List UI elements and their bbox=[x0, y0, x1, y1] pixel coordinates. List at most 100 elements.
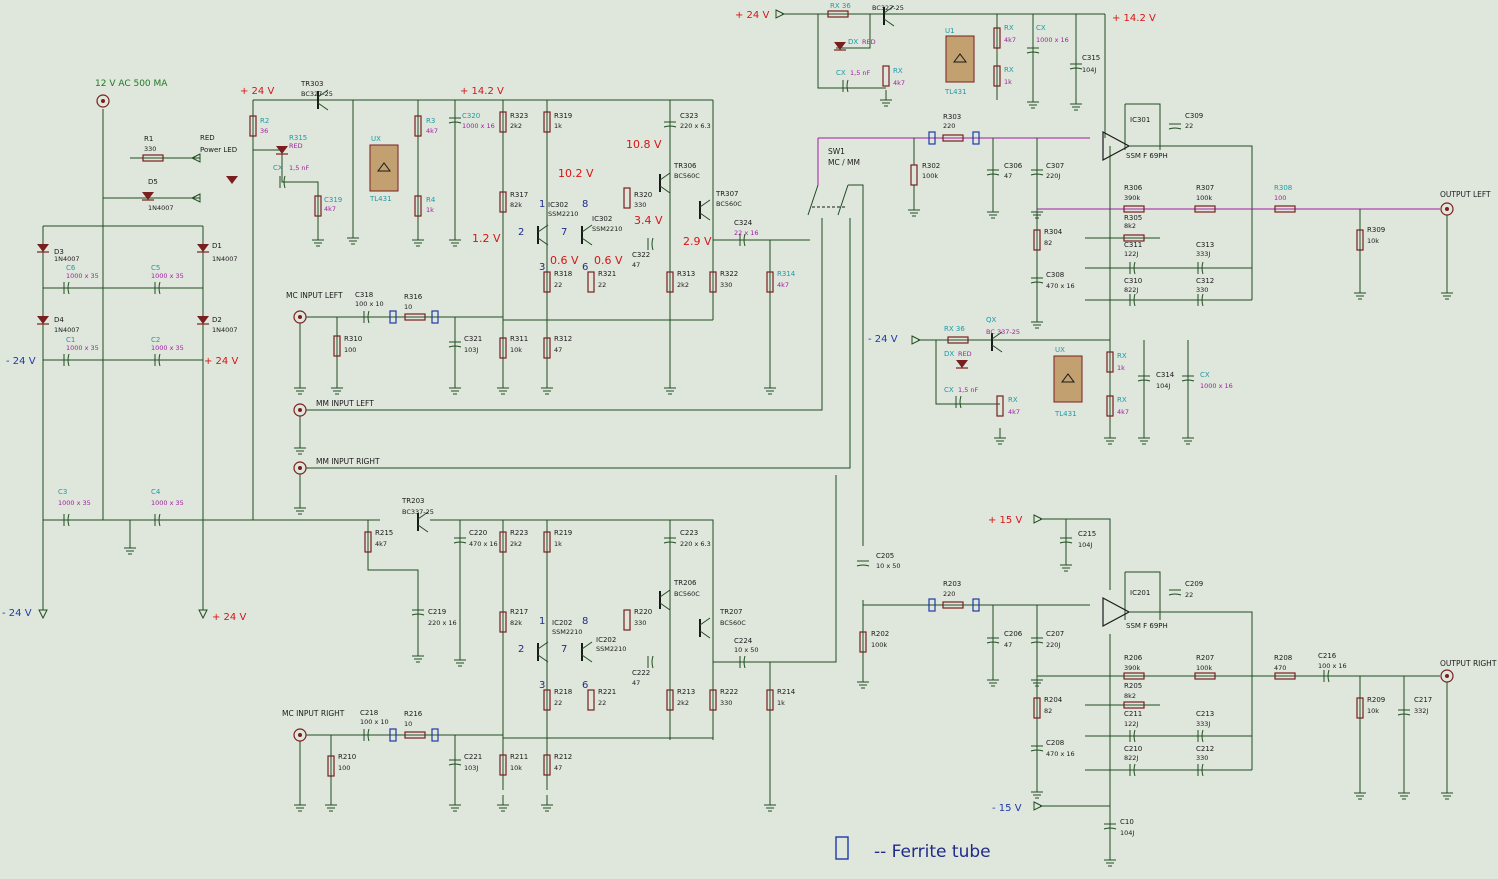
part-label: R4 bbox=[426, 196, 436, 204]
part-label: R222 bbox=[720, 688, 738, 696]
part-label: BC337-25 bbox=[402, 508, 434, 516]
transistor-icon bbox=[659, 602, 671, 611]
part-label: U1 bbox=[945, 27, 955, 35]
regulator-icon bbox=[953, 53, 967, 63]
part-label: C215 bbox=[1078, 530, 1096, 538]
wire bbox=[306, 218, 851, 469]
part-label: R210 bbox=[338, 753, 356, 761]
capacitor-icon bbox=[846, 79, 849, 93]
capacitor-icon bbox=[411, 613, 425, 616]
part-label: R306 bbox=[1124, 184, 1143, 192]
part-label: R310 bbox=[344, 335, 362, 343]
part-label: R213 bbox=[677, 688, 695, 696]
part-label: R320 bbox=[634, 191, 652, 199]
part-label: 1000 x 35 bbox=[151, 499, 184, 507]
part-label: 1000 x 16 bbox=[1200, 382, 1233, 390]
part-label: C209 bbox=[1185, 580, 1203, 588]
part-label: D1 bbox=[212, 242, 222, 250]
part-label: 2k2 bbox=[510, 540, 522, 548]
transistor-icon bbox=[581, 641, 593, 650]
resistor-icon bbox=[996, 395, 1004, 417]
part-label: 22 bbox=[1185, 591, 1193, 599]
parts bbox=[37, 5, 1454, 867]
part-label: 47 bbox=[554, 346, 562, 354]
part-label: D4 bbox=[54, 316, 64, 324]
part-label: C311 bbox=[1124, 241, 1142, 249]
resistor-icon bbox=[499, 191, 507, 213]
resistor-icon bbox=[364, 531, 372, 553]
diode-icon bbox=[197, 316, 209, 324]
part-label: TR207 bbox=[719, 608, 743, 616]
resistor-icon bbox=[414, 115, 422, 137]
part-label: 100 x 10 bbox=[360, 718, 389, 726]
part-label: 1N4007 bbox=[54, 326, 80, 334]
part-label: 8k2 bbox=[1124, 222, 1136, 230]
transistor-icon bbox=[537, 641, 549, 650]
part-label: R202 bbox=[871, 630, 889, 638]
part-label: 1N4007 bbox=[212, 326, 238, 334]
wire bbox=[918, 146, 1111, 341]
wire bbox=[817, 14, 886, 89]
part-label: RX 36 bbox=[944, 325, 965, 333]
resistor-icon bbox=[543, 271, 551, 293]
resistor-icon bbox=[1123, 234, 1145, 242]
part-label: R312 bbox=[554, 335, 572, 343]
part-label: R220 bbox=[634, 608, 652, 616]
part-label: 220 bbox=[943, 590, 955, 598]
part-label: C309 bbox=[1185, 112, 1203, 120]
part-label: RED bbox=[289, 142, 303, 150]
transistor-icon bbox=[581, 224, 593, 233]
part-label: 470 x 16 bbox=[469, 540, 498, 548]
diode-icon bbox=[37, 316, 49, 324]
part-label: IC202 bbox=[596, 636, 616, 644]
capacitor-icon bbox=[1133, 293, 1136, 307]
resistor-icon bbox=[709, 689, 717, 711]
part-label: RED bbox=[958, 350, 972, 358]
resistor-icon bbox=[827, 10, 849, 18]
ferrite-icon bbox=[389, 728, 397, 742]
part-label: R311 bbox=[510, 335, 528, 343]
part-label: R321 bbox=[598, 270, 616, 278]
resistor-icon bbox=[910, 164, 918, 186]
part-label: RX bbox=[1004, 66, 1014, 74]
part-label: R205 bbox=[1124, 682, 1142, 690]
transistor-icon bbox=[991, 344, 1003, 353]
part-label: 103J bbox=[464, 764, 478, 772]
part-label: SSM2210 bbox=[596, 645, 626, 653]
part-label: TL431 bbox=[369, 195, 392, 203]
capacitor-icon bbox=[67, 281, 70, 295]
part-label: 104J bbox=[1156, 382, 1170, 390]
resistor-icon bbox=[314, 195, 322, 217]
part-label: R317 bbox=[510, 191, 528, 199]
part-label: 100k bbox=[922, 172, 938, 180]
part-label: C216 bbox=[1318, 652, 1337, 660]
transistor-icon bbox=[317, 89, 329, 98]
capacitor-icon bbox=[1103, 827, 1117, 830]
part-label: IC302 bbox=[592, 215, 612, 223]
part-label: R215 bbox=[375, 529, 393, 537]
arrow-icon bbox=[198, 609, 208, 620]
part-label: R315 bbox=[289, 134, 307, 142]
jack-icon bbox=[1440, 202, 1454, 216]
part-label: 1,5 nF bbox=[289, 164, 310, 172]
part-label: R318 bbox=[554, 270, 572, 278]
part-label: R211 bbox=[510, 753, 528, 761]
part-label: R304 bbox=[1044, 228, 1063, 236]
part-label: 1000 x 35 bbox=[66, 272, 99, 280]
part-label: 1k bbox=[1004, 78, 1012, 86]
part-label: R208 bbox=[1274, 654, 1292, 662]
resistor-icon bbox=[499, 111, 507, 133]
part-label: 1N4007 bbox=[54, 255, 80, 263]
regulator-icon bbox=[1061, 373, 1075, 383]
jack-icon bbox=[1440, 669, 1454, 683]
part-label: 220 bbox=[943, 122, 955, 130]
part-label: RED bbox=[200, 134, 215, 142]
part-label: 82 bbox=[1044, 239, 1052, 247]
part-label: 333J bbox=[1196, 720, 1210, 728]
part-label: 330 bbox=[720, 281, 732, 289]
regulator-icon bbox=[377, 162, 391, 172]
resistor-icon bbox=[1194, 205, 1216, 213]
part-label: R314 bbox=[777, 270, 796, 278]
part-label: 1N4007 bbox=[212, 255, 238, 263]
part-label: 220J bbox=[1046, 641, 1060, 649]
